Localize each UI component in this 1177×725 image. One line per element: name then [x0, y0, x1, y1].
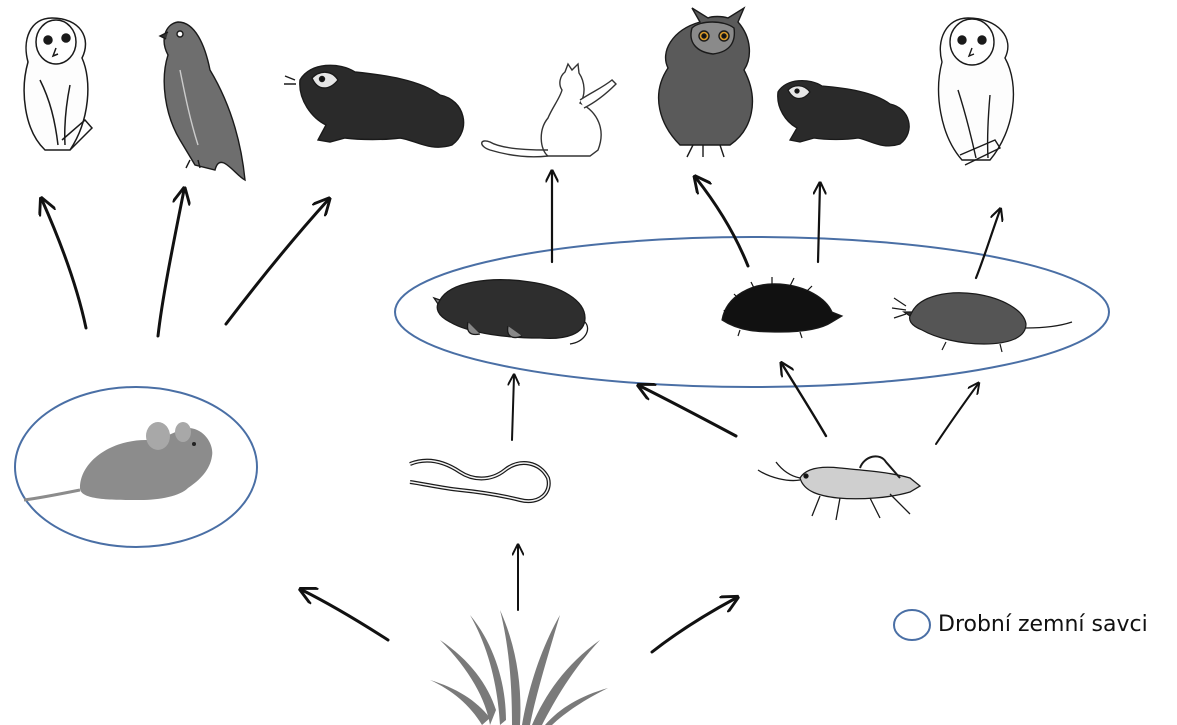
- hedgehog-illustration: [722, 277, 842, 338]
- cat-illustration: [482, 64, 616, 157]
- food-chain-arrows: [42, 172, 1000, 652]
- arrow-earthworm-to-mole: [512, 376, 514, 440]
- grasshopper-illustration: [758, 456, 920, 520]
- ferret-illustration-right: [778, 81, 909, 146]
- earthworm-illustration: [410, 461, 549, 501]
- barn-owl-illustration-right: [939, 18, 1014, 165]
- arrow-grass-to-mouse: [302, 590, 388, 640]
- arrow-shrew-to-barn-owl: [976, 210, 1000, 278]
- arrow-hedgehog-to-ferret: [818, 184, 820, 262]
- mouse-illustration: [24, 422, 212, 500]
- legend-marker: [894, 610, 930, 640]
- shrew-illustration: [892, 293, 1072, 352]
- hawk-illustration: [160, 22, 245, 180]
- grass-illustration: [430, 610, 608, 725]
- arrow-hedgehog-to-eagle-owl: [696, 178, 748, 266]
- arrow-grasshopper-to-mole: [640, 386, 736, 436]
- arrow-grasshopper-to-shrew: [936, 384, 978, 444]
- arrow-mouse-to-barn-owl: [42, 200, 86, 328]
- arrow-mouse-to-hawk: [158, 190, 184, 336]
- eagle-owl-illustration: [659, 8, 753, 157]
- arrow-grass-to-grasshopper: [652, 598, 736, 652]
- legend-label: Drobní zemní savci: [938, 612, 1148, 637]
- arrow-grasshopper-to-hedgehog: [782, 364, 826, 436]
- arrow-mouse-to-ferret: [226, 200, 328, 324]
- ferret-illustration-left: [284, 65, 464, 147]
- mole-illustration: [434, 280, 588, 344]
- barn-owl-illustration-left: [24, 18, 92, 150]
